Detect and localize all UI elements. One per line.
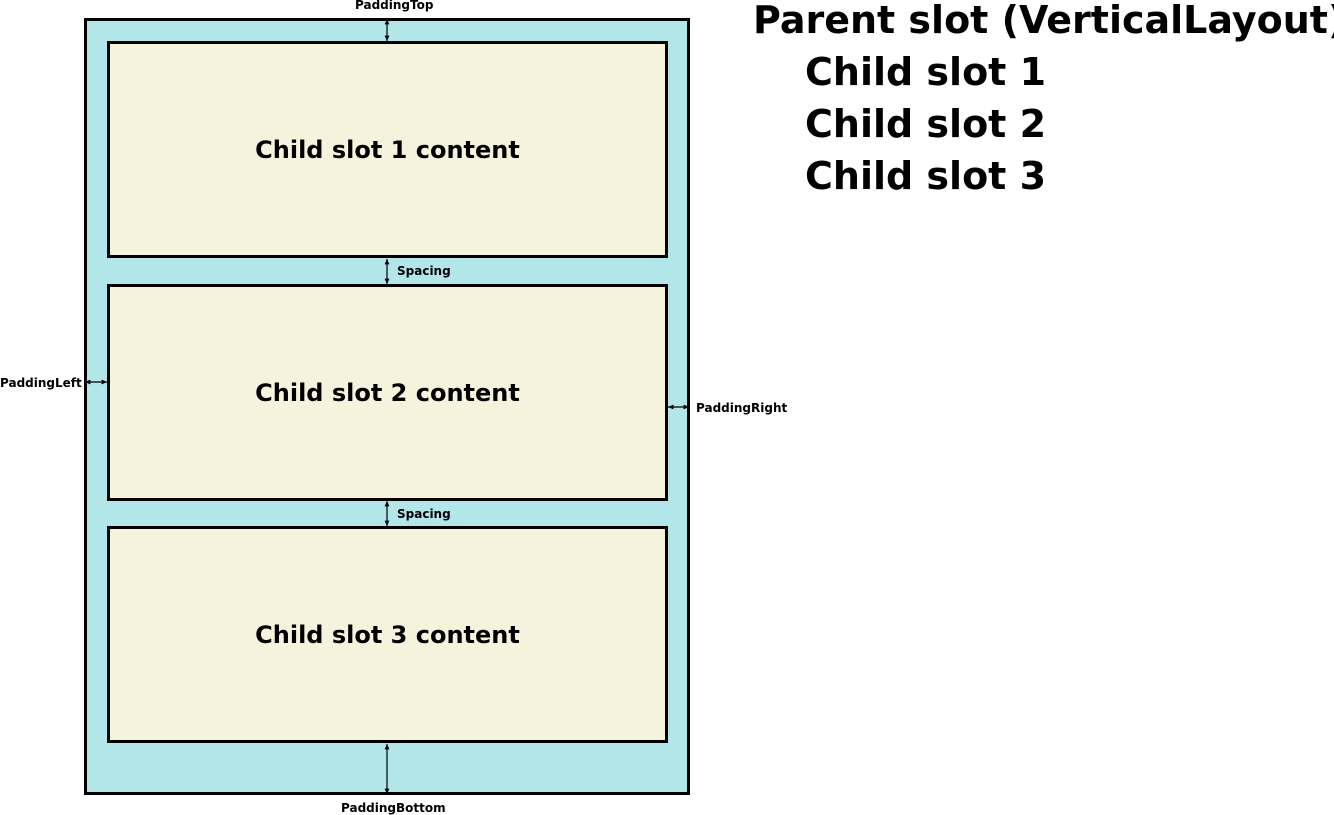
padding-bottom-label: PaddingBottom: [341, 801, 446, 815]
child-slot-3-box: Child slot 3 content: [107, 526, 668, 743]
padding-right-label: PaddingRight: [696, 401, 788, 415]
legend-title: Parent slot (VerticalLayout): [753, 0, 1334, 42]
legend-item-child-slot-1: Child slot 1: [805, 50, 1047, 94]
spacing-label-1: Spacing: [397, 264, 451, 278]
padding-left-label: PaddingLeft: [0, 376, 82, 390]
child-slot-1-content-label: Child slot 1 content: [255, 135, 520, 164]
legend-item-child-slot-3: Child slot 3: [805, 154, 1047, 198]
child-slot-2-content-label: Child slot 2 content: [255, 378, 520, 407]
child-slot-3-content-label: Child slot 3 content: [255, 620, 520, 649]
padding-top-label: PaddingTop: [355, 0, 434, 12]
spacing-label-2: Spacing: [397, 507, 451, 521]
child-slot-1-box: Child slot 1 content: [107, 41, 668, 258]
legend-item-child-slot-2: Child slot 2: [805, 102, 1047, 146]
child-slot-2-box: Child slot 2 content: [107, 284, 668, 501]
